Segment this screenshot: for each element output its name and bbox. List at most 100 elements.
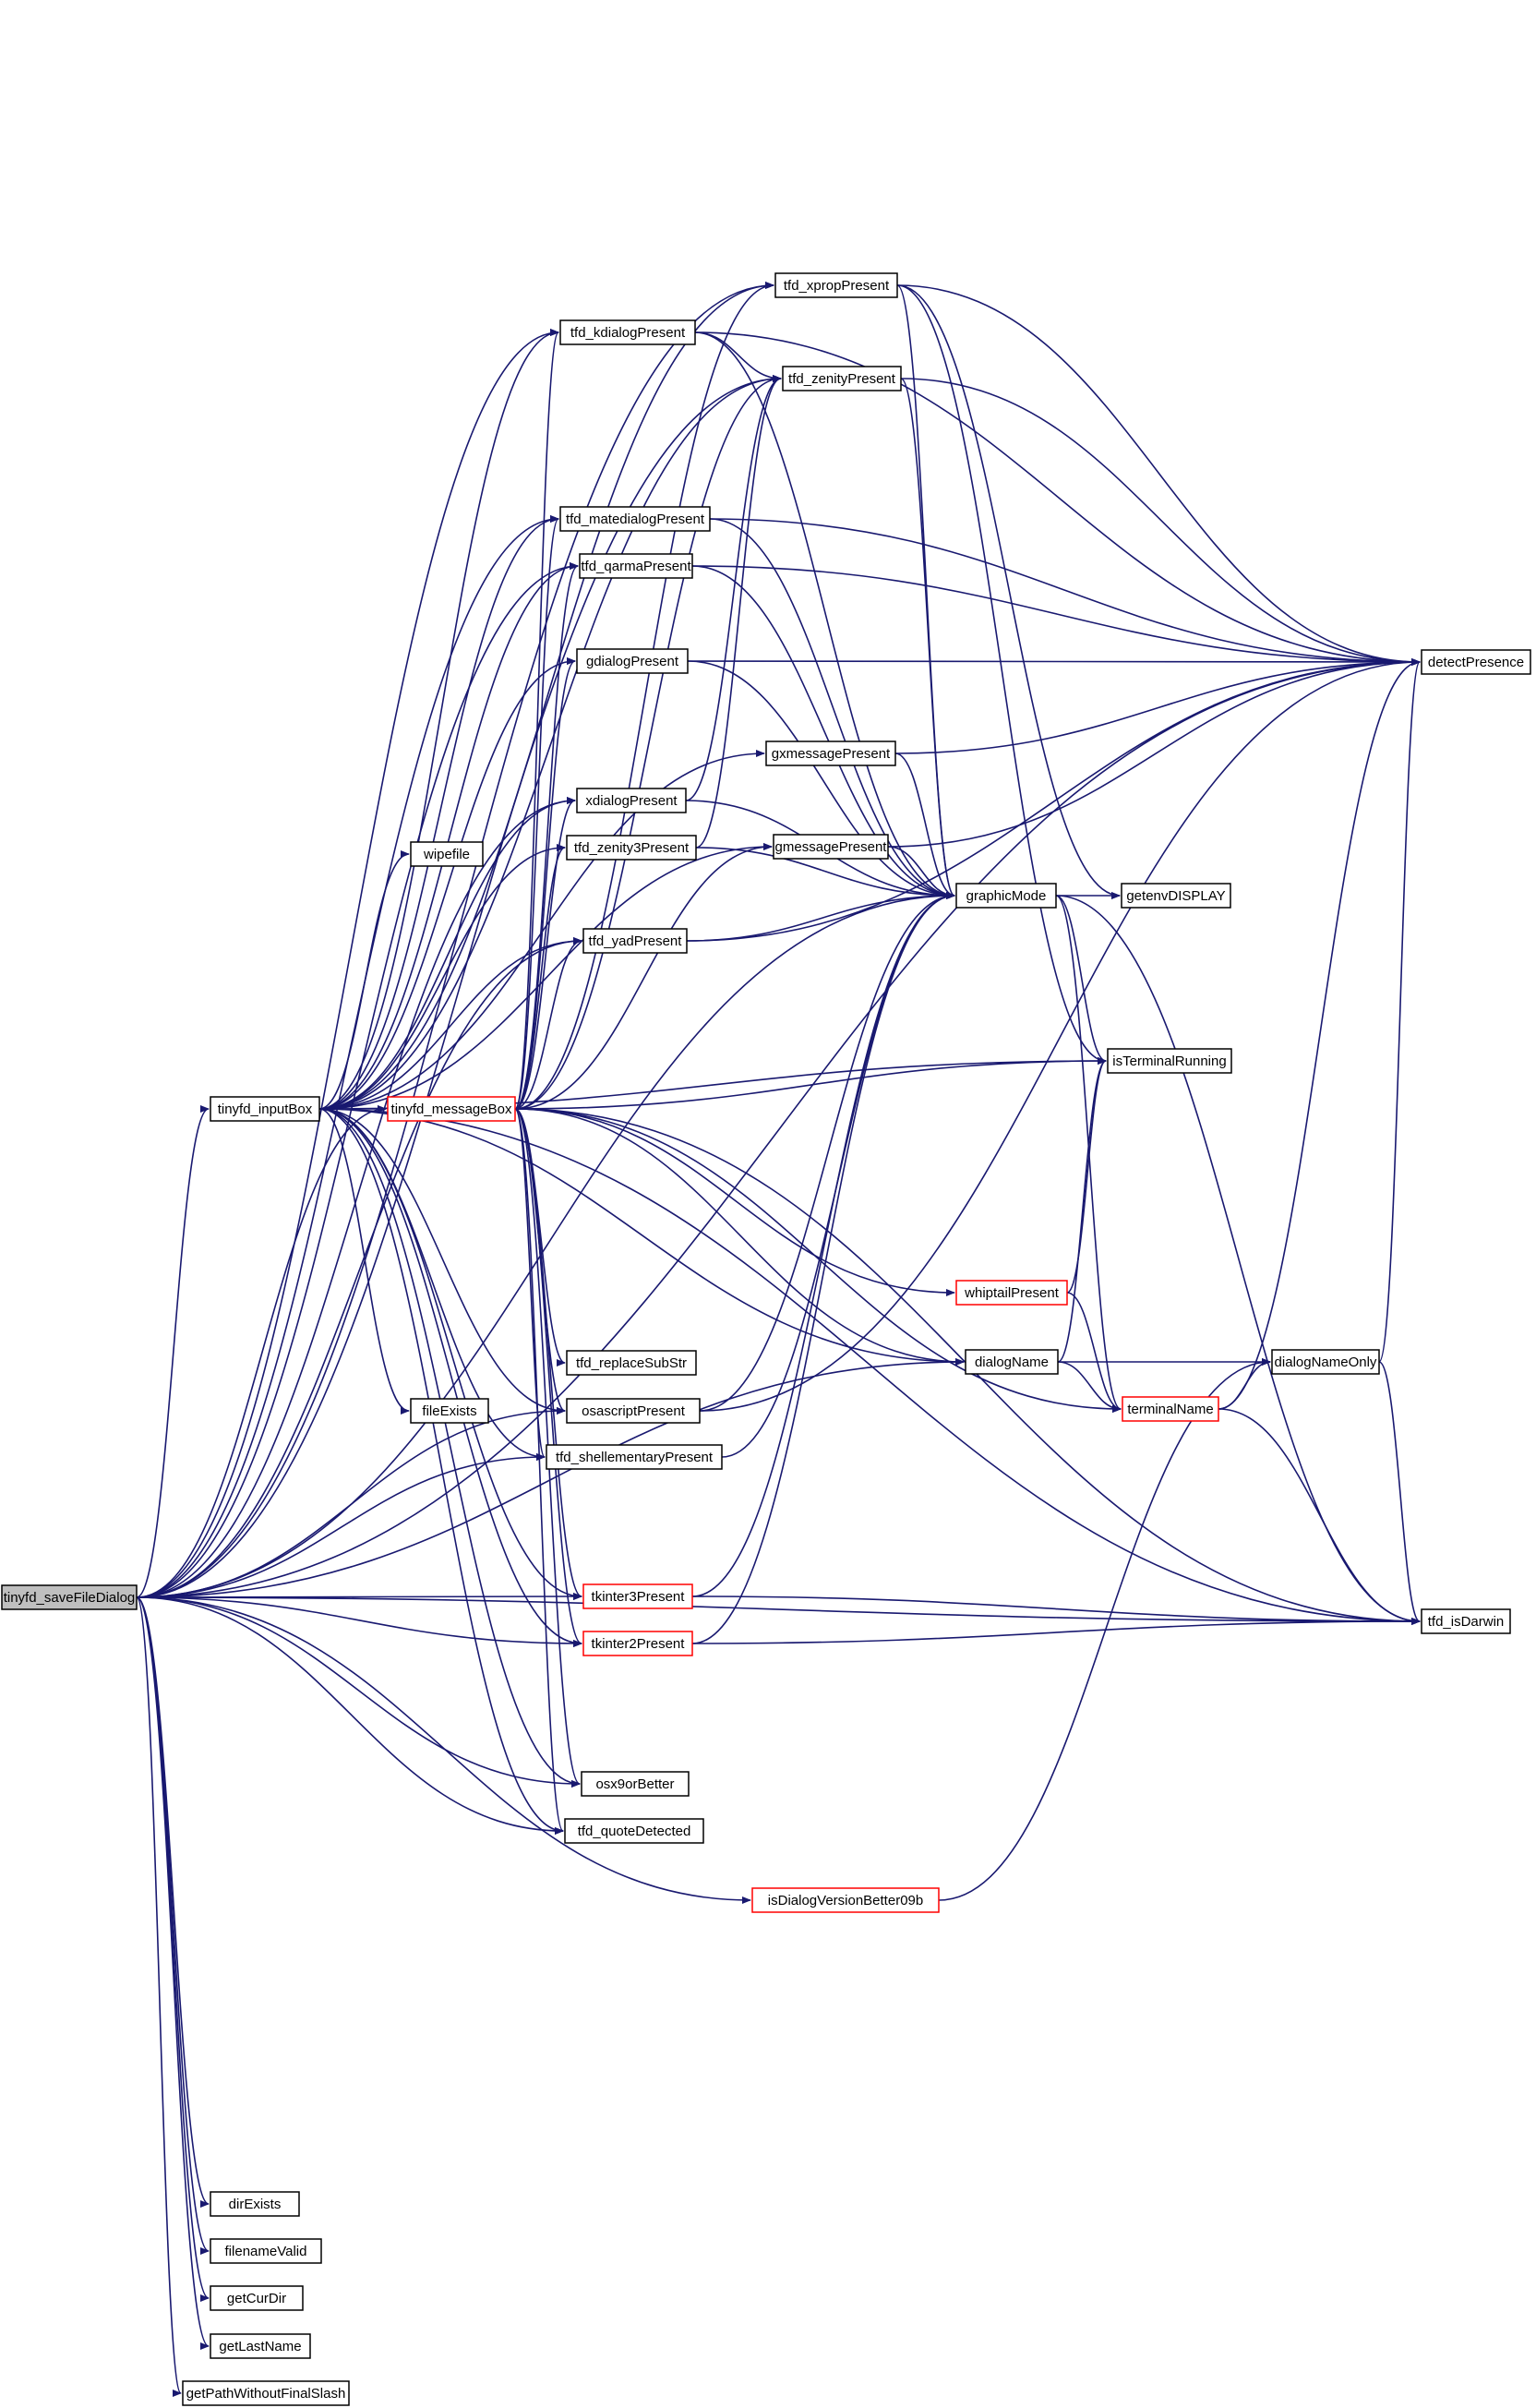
node-getPathWithoutFinalSlash[interactable]: getPathWithoutFinalSlash [182, 2380, 350, 2406]
node-label-getCurDir: getCurDir [227, 2291, 286, 2306]
node-tfd_matedialogPresent[interactable]: tfd_matedialogPresent [559, 506, 711, 532]
node-box-tfd_qarmaPresent[interactable] [579, 553, 693, 579]
node-tfd_shellementaryPresent[interactable]: tfd_shellementaryPresent [546, 1444, 723, 1470]
node-box-tkinter2Present[interactable] [582, 1631, 693, 1656]
edge-tinyfd_inputBox-to-tfd_qarmaPresent [318, 562, 579, 1110]
edge-tkinter3Present-to-graphicMode [691, 892, 955, 1597]
node-box-fileExists[interactable] [410, 1398, 489, 1424]
node-box-tinyfd_inputBox[interactable] [210, 1096, 320, 1122]
node-box-tfd_matedialogPresent[interactable] [559, 506, 711, 532]
node-box-tfd_shellementaryPresent[interactable] [546, 1444, 723, 1470]
edge-tkinter3Present-to-tfd_isDarwin [691, 1595, 1421, 1625]
edge-tkinter2Present-to-graphicMode [691, 892, 955, 1644]
node-getLastName[interactable]: getLastName [210, 2333, 311, 2359]
edge-tinyfd_saveFileDialog-to-tfd_yadPresent [136, 937, 582, 1598]
node-getenvDISPLAY[interactable]: getenvDISPLAY [1121, 883, 1231, 909]
node-detectPresence[interactable]: detectPresence [1421, 649, 1531, 675]
node-tinyfd_saveFileDialog[interactable]: tinyfd_saveFileDialog [1, 1584, 138, 1610]
node-tfd_quoteDetected[interactable]: tfd_quoteDetected [564, 1818, 704, 1844]
node-box-gxmessagePresent[interactable] [765, 740, 896, 766]
node-box-tfd_isDarwin[interactable] [1421, 1608, 1511, 1634]
node-box-tfd_zenity3Present[interactable] [566, 835, 697, 861]
edge-tinyfd_inputBox-to-tfd_yadPresent [318, 937, 582, 1110]
node-box-isDialogVersionBetter09b[interactable] [751, 1887, 940, 1913]
node-box-terminalName[interactable] [1122, 1396, 1219, 1422]
node-dialogName[interactable]: dialogName [965, 1349, 1059, 1375]
node-box-tfd_replaceSubStr[interactable] [566, 1350, 697, 1376]
node-box-getCurDir[interactable] [210, 2285, 304, 2311]
node-box-getenvDISPLAY[interactable] [1121, 883, 1231, 909]
edge-tinyfd_saveFileDialog-to-dialogName [136, 1358, 965, 1598]
node-box-gmessagePresent[interactable] [773, 834, 889, 860]
edge-tinyfd_saveFileDialog-to-tfd_zenityPresent [136, 375, 782, 1598]
edge-tinyfd_inputBox-to-xdialogPresent [318, 797, 576, 1110]
node-tfd_replaceSubStr[interactable]: tfd_replaceSubStr [566, 1350, 697, 1376]
node-box-tfd_yadPresent[interactable] [582, 928, 688, 954]
node-box-dialogNameOnly[interactable] [1271, 1349, 1380, 1375]
node-tfd_qarmaPresent[interactable]: tfd_qarmaPresent [579, 553, 693, 579]
node-box-tinyfd_messageBox[interactable] [387, 1096, 516, 1122]
node-getCurDir[interactable]: getCurDir [210, 2285, 304, 2311]
node-box-gdialogPresent[interactable] [576, 648, 689, 674]
node-box-osx9orBetter[interactable] [581, 1771, 690, 1797]
edge-tinyfd_saveFileDialog-to-tfd_xpropPresent [136, 282, 774, 1598]
node-box-getPathWithoutFinalSlash[interactable] [182, 2380, 350, 2406]
edge-tinyfd_messageBox-to-tfd_zenityPresent [514, 375, 782, 1110]
node-label-tinyfd_inputBox: tinyfd_inputBox [218, 1102, 313, 1117]
edge-tinyfd_inputBox-to-gmessagePresent [318, 843, 773, 1110]
node-dialogNameOnly[interactable]: dialogNameOnly [1271, 1349, 1380, 1375]
node-box-whiptailPresent[interactable] [955, 1280, 1068, 1306]
node-label-tinyfd_saveFileDialog: tinyfd_saveFileDialog [4, 1590, 136, 1606]
edge-tinyfd_inputBox-to-osascriptPresent [318, 1108, 566, 1415]
edge-tkinter2Present-to-tfd_isDarwin [691, 1618, 1421, 1644]
node-box-dialogName[interactable] [965, 1349, 1059, 1375]
node-box-tfd_kdialogPresent[interactable] [559, 319, 696, 345]
node-label-tfd_shellementaryPresent: tfd_shellementaryPresent [556, 1450, 714, 1465]
edge-gxmessagePresent-to-detectPresence [894, 658, 1421, 754]
node-label-osx9orBetter: osx9orBetter [595, 1776, 674, 1792]
node-tinyfd_messageBox[interactable]: tinyfd_messageBox [387, 1096, 516, 1122]
node-terminalName[interactable]: terminalName [1122, 1396, 1219, 1422]
node-graphicMode[interactable]: graphicMode [955, 883, 1057, 909]
node-gxmessagePresent[interactable]: gxmessagePresent [765, 740, 896, 766]
node-fileExists[interactable]: fileExists [410, 1398, 489, 1424]
node-box-getLastName[interactable] [210, 2333, 311, 2359]
node-tinyfd_inputBox[interactable]: tinyfd_inputBox [210, 1096, 320, 1122]
node-isDialogVersionBetter09b[interactable]: isDialogVersionBetter09b [751, 1887, 940, 1913]
node-osx9orBetter[interactable]: osx9orBetter [581, 1771, 690, 1797]
node-box-tkinter3Present[interactable] [582, 1583, 693, 1609]
node-box-tfd_xpropPresent[interactable] [774, 272, 898, 298]
node-label-tkinter3Present: tkinter3Present [592, 1589, 686, 1605]
node-gdialogPresent[interactable]: gdialogPresent [576, 648, 689, 674]
node-box-osascriptPresent[interactable] [566, 1398, 701, 1424]
node-tfd_kdialogPresent[interactable]: tfd_kdialogPresent [559, 319, 696, 345]
node-xdialogPresent[interactable]: xdialogPresent [576, 788, 687, 813]
node-box-dirExists[interactable] [210, 2191, 300, 2217]
node-tfd_xpropPresent[interactable]: tfd_xpropPresent [774, 272, 898, 298]
node-filenameValid[interactable]: filenameValid [210, 2238, 322, 2264]
node-box-wipefile[interactable] [410, 841, 484, 867]
node-box-tfd_quoteDetected[interactable] [564, 1818, 704, 1844]
edge-tinyfd_saveFileDialog-to-tinyfd_inputBox [136, 1105, 210, 1598]
node-whiptailPresent[interactable]: whiptailPresent [955, 1280, 1068, 1306]
node-wipefile[interactable]: wipefile [410, 841, 484, 867]
node-box-tinyfd_saveFileDialog[interactable] [1, 1584, 138, 1610]
node-tkinter3Present[interactable]: tkinter3Present [582, 1583, 693, 1609]
edge-tfd_kdialogPresent-to-tfd_zenityPresent [694, 331, 782, 382]
node-box-xdialogPresent[interactable] [576, 788, 687, 813]
node-isTerminalRunning[interactable]: isTerminalRunning [1107, 1048, 1232, 1074]
node-tfd_zenityPresent[interactable]: tfd_zenityPresent [782, 366, 902, 391]
node-tfd_isDarwin[interactable]: tfd_isDarwin [1421, 1608, 1511, 1634]
node-tfd_zenity3Present[interactable]: tfd_zenity3Present [566, 835, 697, 861]
node-osascriptPresent[interactable]: osascriptPresent [566, 1398, 701, 1424]
node-tkinter2Present[interactable]: tkinter2Present [582, 1631, 693, 1656]
node-box-filenameValid[interactable] [210, 2238, 322, 2264]
edge-tfd_zenity3Present-to-graphicMode [695, 847, 955, 899]
node-gmessagePresent[interactable]: gmessagePresent [773, 834, 889, 860]
node-box-graphicMode[interactable] [955, 883, 1057, 909]
node-box-tfd_zenityPresent[interactable] [782, 366, 902, 391]
node-box-detectPresence[interactable] [1421, 649, 1531, 675]
node-dirExists[interactable]: dirExists [210, 2191, 300, 2217]
node-tfd_yadPresent[interactable]: tfd_yadPresent [582, 928, 688, 954]
node-box-isTerminalRunning[interactable] [1107, 1048, 1232, 1074]
